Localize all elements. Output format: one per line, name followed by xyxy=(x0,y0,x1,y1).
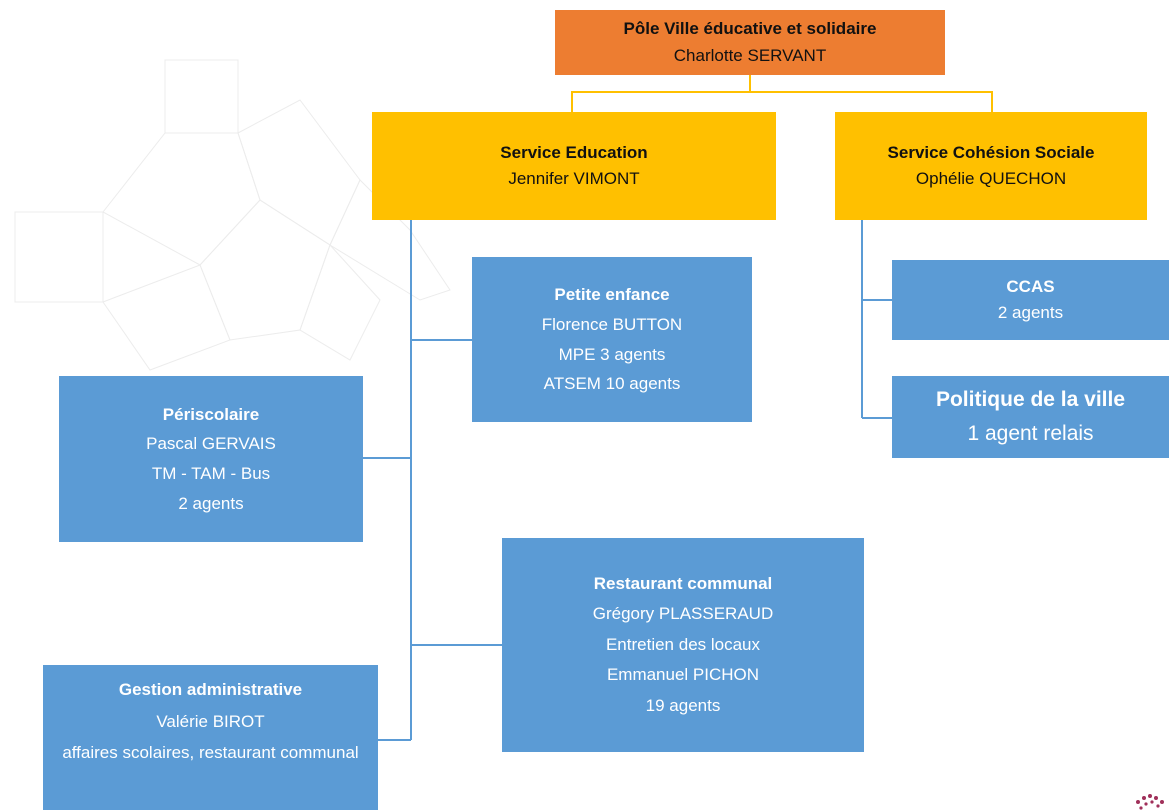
petite-enfance-line2: ATSEM 10 agents xyxy=(543,374,681,394)
connector-services xyxy=(571,91,993,112)
petite-enfance-line1: MPE 3 agents xyxy=(558,344,666,364)
gestion-line1: affaires scolaires, restaurant communal xyxy=(62,743,359,762)
politique-line1: 1 agent relais xyxy=(967,422,1094,445)
periscolaire-line1: TM - TAM - Bus xyxy=(151,464,271,483)
restaurant-line3: 19 agents xyxy=(645,695,721,715)
pole-head: Charlotte SERVANT xyxy=(673,45,827,65)
pole-title: Pôle Ville éducative et solidaire xyxy=(623,19,877,39)
gestion-title: Gestion administrative xyxy=(118,680,303,699)
restaurant-head: Grégory PLASSERAUD xyxy=(592,604,774,624)
restaurant-box: Restaurant communal Grégory PLASSERAUD E… xyxy=(502,538,864,752)
service-cohesion-head: Ophélie QUECHON xyxy=(915,169,1067,188)
pole-box: Pôle Ville éducative et solidaire Charlo… xyxy=(555,10,945,75)
petite-enfance-title: Petite enfance xyxy=(554,285,670,304)
service-education-box: Service Education Jennifer VIMONT xyxy=(372,112,776,220)
gestion-head: Valérie BIROT xyxy=(156,711,265,731)
ccas-line1: 2 agents xyxy=(997,303,1064,322)
politique-title: Politique de la ville xyxy=(935,388,1126,412)
restaurant-line1: Entretien des locaux xyxy=(605,634,761,654)
service-education-head: Jennifer VIMONT xyxy=(508,169,640,188)
restaurant-line2: Emmanuel PICHON xyxy=(606,665,760,685)
ccas-box: CCAS 2 agents xyxy=(892,260,1169,340)
petite-enfance-head: Florence BUTTON xyxy=(541,314,683,334)
periscolaire-title: Périscolaire xyxy=(162,404,260,424)
politique-box: Politique de la ville 1 agent relais xyxy=(892,376,1169,458)
ccas-title: CCAS xyxy=(1006,276,1055,296)
restaurant-title: Restaurant communal xyxy=(593,573,773,593)
service-education-title: Service Education xyxy=(500,142,648,162)
service-cohesion-title: Service Cohésion Sociale xyxy=(887,142,1095,162)
service-cohesion-box: Service Cohésion Sociale Ophélie QUECHON xyxy=(835,112,1147,220)
gestion-box: Gestion administrative Valérie BIROT aff… xyxy=(43,665,378,810)
periscolaire-line2: 2 agents xyxy=(178,493,244,513)
periscolaire-box: Périscolaire Pascal GERVAIS TM - TAM - B… xyxy=(59,376,363,542)
logo-icon xyxy=(1136,794,1164,810)
petite-enfance-box: Petite enfance Florence BUTTON MPE 3 age… xyxy=(472,257,752,422)
periscolaire-head: Pascal GERVAIS xyxy=(146,434,276,454)
